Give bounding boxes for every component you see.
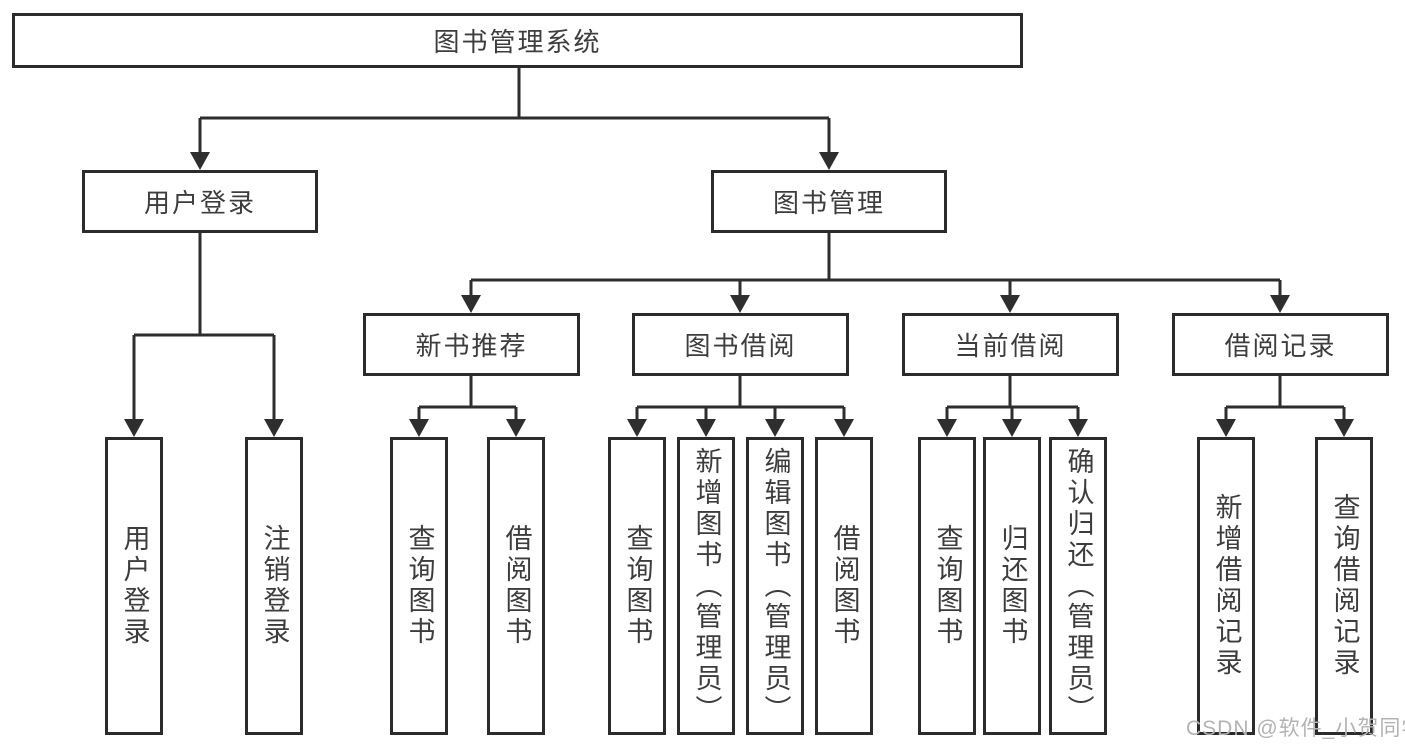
leaf-label: 查询图书 (622, 524, 653, 648)
leaf-label: 确认归还（管理员） (1063, 446, 1094, 726)
leaf-return-book: 归还图书 (983, 437, 1041, 735)
node-borrowing-records: 借阅记录 (1172, 313, 1389, 376)
leaf-user-login: 用户登录 (105, 437, 163, 735)
csdn-watermark: CSDN @软件_小贺同学 (1186, 717, 1405, 740)
leaf-borrow-books: 借阅图书 (815, 437, 873, 735)
leaf-add-book-admin: 新增图书（管理员） (677, 437, 735, 735)
node-new-book-recommendation: 新书推荐 (363, 313, 580, 376)
leaf-edit-book-admin: 编辑图书（管理员） (746, 437, 804, 735)
node-book-management: 图书管理 (711, 170, 947, 233)
leaf-label: 归还图书 (997, 524, 1028, 648)
leaf-query-books-current: 查询图书 (918, 437, 976, 735)
leaf-label: 借阅图书 (829, 524, 860, 648)
leaf-label: 借阅图书 (501, 524, 532, 648)
leaf-label: 查询图书 (932, 524, 963, 648)
leaf-borrow-books-recommend: 借阅图书 (487, 437, 545, 735)
leaf-logout: 注销登录 (245, 437, 303, 735)
leaf-query-borrow-record: 查询借阅记录 (1315, 437, 1373, 735)
leaf-query-books-borrow: 查询图书 (608, 437, 666, 735)
leaf-label: 新增借阅记录 (1211, 493, 1242, 679)
node-user-login: 用户登录 (82, 170, 318, 233)
leaf-query-books-recommend: 查询图书 (390, 437, 448, 735)
leaf-label: 新增图书（管理员） (691, 446, 722, 726)
leaf-label: 查询借阅记录 (1329, 493, 1360, 679)
leaf-label: 查询图书 (404, 524, 435, 648)
node-library-management-system: 图书管理系统 (12, 13, 1023, 68)
node-book-borrowing: 图书借阅 (632, 313, 849, 376)
leaf-add-borrow-record: 新增借阅记录 (1197, 437, 1255, 735)
leaf-label: 编辑图书（管理员） (760, 446, 791, 726)
node-current-borrowing: 当前借阅 (902, 313, 1119, 376)
leaf-label: 注销登录 (259, 524, 290, 648)
leaf-confirm-return-admin: 确认归还（管理员） (1049, 437, 1107, 735)
leaf-label: 用户登录 (119, 524, 150, 648)
